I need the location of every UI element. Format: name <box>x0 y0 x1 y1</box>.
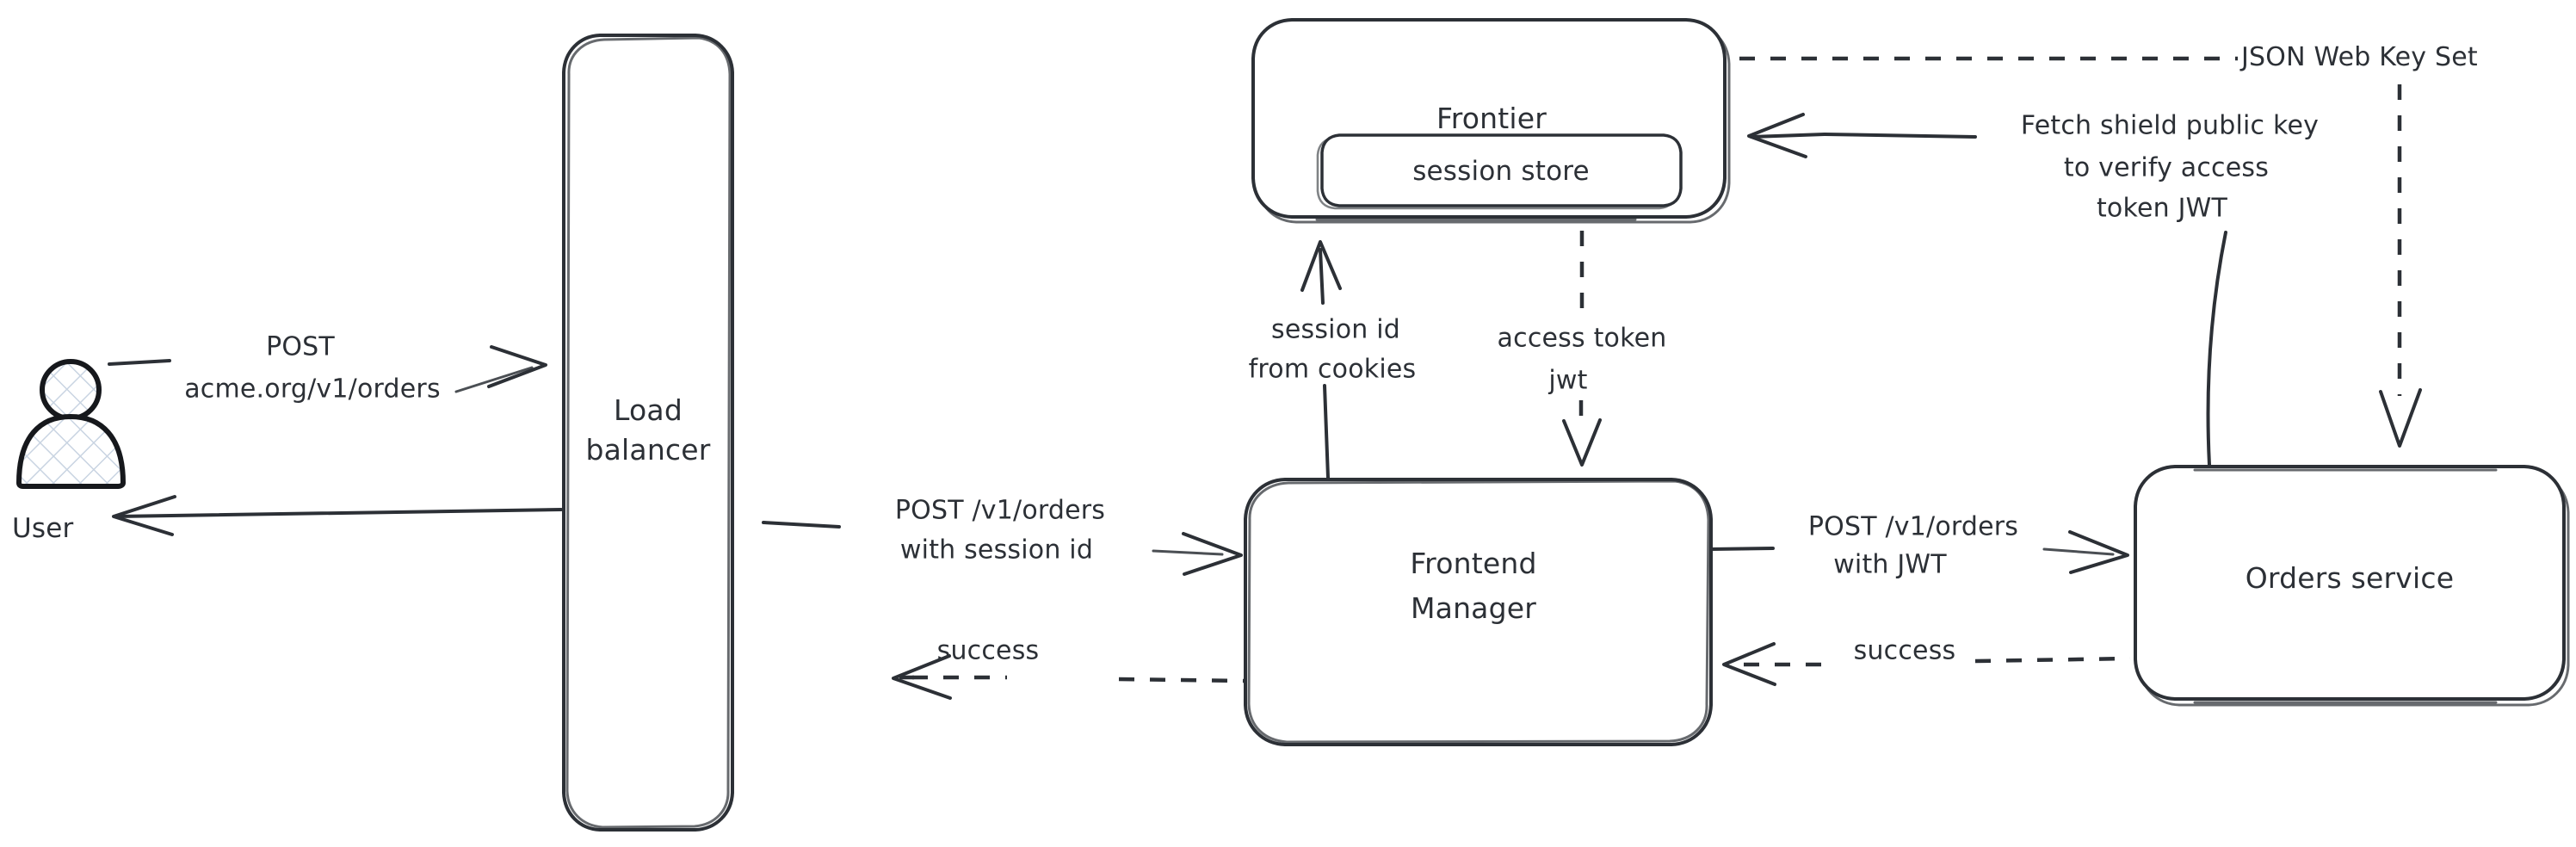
edge-fm-to-lb-dashes-b <box>1118 677 1246 683</box>
edge-load-balancer-to-frontend-manager[interactable] <box>762 521 1243 576</box>
frontend-manager-shape <box>1244 478 1713 746</box>
node-frontend-manager[interactable] <box>1244 478 1713 746</box>
edge-label-fm-to-frontier-line1: session id <box>1271 314 1400 345</box>
edge-frontier-to-frontend-manager[interactable] <box>1562 231 1602 467</box>
edge-lb-to-user-arrowhead-icon <box>112 495 176 536</box>
edge-load-balancer-to-user[interactable] <box>112 495 563 536</box>
edge-label-frontier-to-fm-line2: jwt <box>1548 365 1588 396</box>
edge-label-user-to-lb-line1: POST <box>266 331 335 362</box>
edge-fm-to-frontier-line-lower <box>1323 384 1330 479</box>
edge-fm-to-orders-line <box>2042 547 2115 556</box>
edge-lb-to-fm-line <box>1152 549 1224 556</box>
edge-frontend-manager-to-load-balancer[interactable] <box>892 654 1246 700</box>
edge-user-to-lb-line <box>454 366 534 393</box>
node-session-store[interactable] <box>1316 133 1683 210</box>
edge-label-orders-to-fm-success: success <box>1853 635 1956 666</box>
node-label-orders-service: Orders service <box>2245 560 2455 595</box>
edge-user-to-lb-stub <box>108 359 171 366</box>
edge-frontier-to-fm-arrowhead-icon <box>1562 418 1602 467</box>
edge-frontend-manager-to-frontier[interactable] <box>1300 240 1342 479</box>
edge-label-fm-to-orders-line1: POST /v1/orders <box>1807 511 2019 542</box>
node-label-load-balancer-line1: Load <box>614 393 683 427</box>
node-frontier[interactable] <box>1251 18 1731 224</box>
edge-label-fm-to-orders-line2: with JWT <box>1833 549 1947 580</box>
edge-fm-to-lb-arrowhead-icon <box>892 654 952 700</box>
edge-label-orders-to-frontier-line2: to verify access <box>2063 152 2270 183</box>
load-balancer-shape <box>562 34 734 832</box>
edge-label-lb-to-fm-line1: POST /v1/orders <box>894 495 1106 526</box>
node-orders-service[interactable] <box>2134 465 2570 707</box>
edge-fm-to-orders-stub <box>1709 547 1775 551</box>
edge-jwks-arrowhead-icon <box>2379 388 2422 448</box>
edge-label-frontier-to-fm-line1: access token <box>1497 323 1667 354</box>
node-label-frontend-manager-line2: Manager <box>1410 590 1537 625</box>
frontend-manager-shape-sketch-overlay <box>1247 479 1710 744</box>
edge-frontier-jwks-to-orders-service[interactable] <box>1739 56 2422 448</box>
edge-frontend-manager-to-orders-service[interactable] <box>1709 530 2129 574</box>
edge-orders-to-frontier-arrowhead-icon <box>1747 113 1807 158</box>
edge-lb-to-fm-arrowhead-icon <box>1182 532 1243 576</box>
edge-orders-to-frontier-curve <box>2206 231 2227 467</box>
edge-lb-to-user-line <box>114 508 563 518</box>
orders-service-shape <box>2134 465 2566 701</box>
edge-label-user-to-lb-line2: acme.org/v1/orders <box>184 374 441 405</box>
edge-fm-to-frontier-arrowhead-icon <box>1300 240 1342 292</box>
edge-label-orders-to-frontier-line1: Fetch shield public key <box>2020 110 2320 141</box>
node-label-load-balancer-line2: balancer <box>585 432 711 467</box>
edge-label-jwks: JSON Web Key Set <box>2241 42 2478 72</box>
edge-fm-to-orders-arrowhead-icon <box>2068 530 2129 574</box>
edge-lb-to-fm-stub <box>762 521 841 529</box>
node-user[interactable] <box>16 359 126 489</box>
edge-label-lb-to-fm-line2: with session id <box>899 535 1094 566</box>
edge-label-fm-to-lb-success: success <box>936 635 1040 666</box>
node-label-frontend-manager-line1: Frontend <box>1410 546 1537 580</box>
edge-label-fm-to-frontier-line2: from cookies <box>1248 354 1417 385</box>
session-store-shape <box>1320 133 1683 207</box>
edge-orders-to-frontier-left-stub <box>1750 133 1826 139</box>
user-body-icon <box>16 414 126 489</box>
edge-orders-to-fm-dashes-b <box>1974 656 2131 664</box>
edge-orders-to-fm-arrowhead-icon <box>1722 642 1776 686</box>
edge-user-to-load-balancer[interactable] <box>108 345 547 393</box>
edge-label-orders-to-frontier-line3: token JWT <box>2096 193 2228 224</box>
edge-orders-to-frontier-horizontal <box>1823 133 1977 139</box>
user-head-icon <box>40 359 102 421</box>
node-label-session-store: session store <box>1412 156 1590 188</box>
node-label-user: User <box>12 513 74 544</box>
edge-fm-to-frontier-line-upper <box>1319 248 1325 305</box>
node-load-balancer[interactable] <box>562 34 734 832</box>
load-balancer-shape-sketch-overlay <box>565 36 732 829</box>
edge-orders-service-to-frontend-manager[interactable] <box>1722 642 2131 686</box>
edge-user-to-lb-arrowhead-icon <box>487 345 547 388</box>
edge-orders-service-to-frontier[interactable] <box>1747 113 2227 467</box>
node-label-frontier: Frontier <box>1436 101 1547 135</box>
